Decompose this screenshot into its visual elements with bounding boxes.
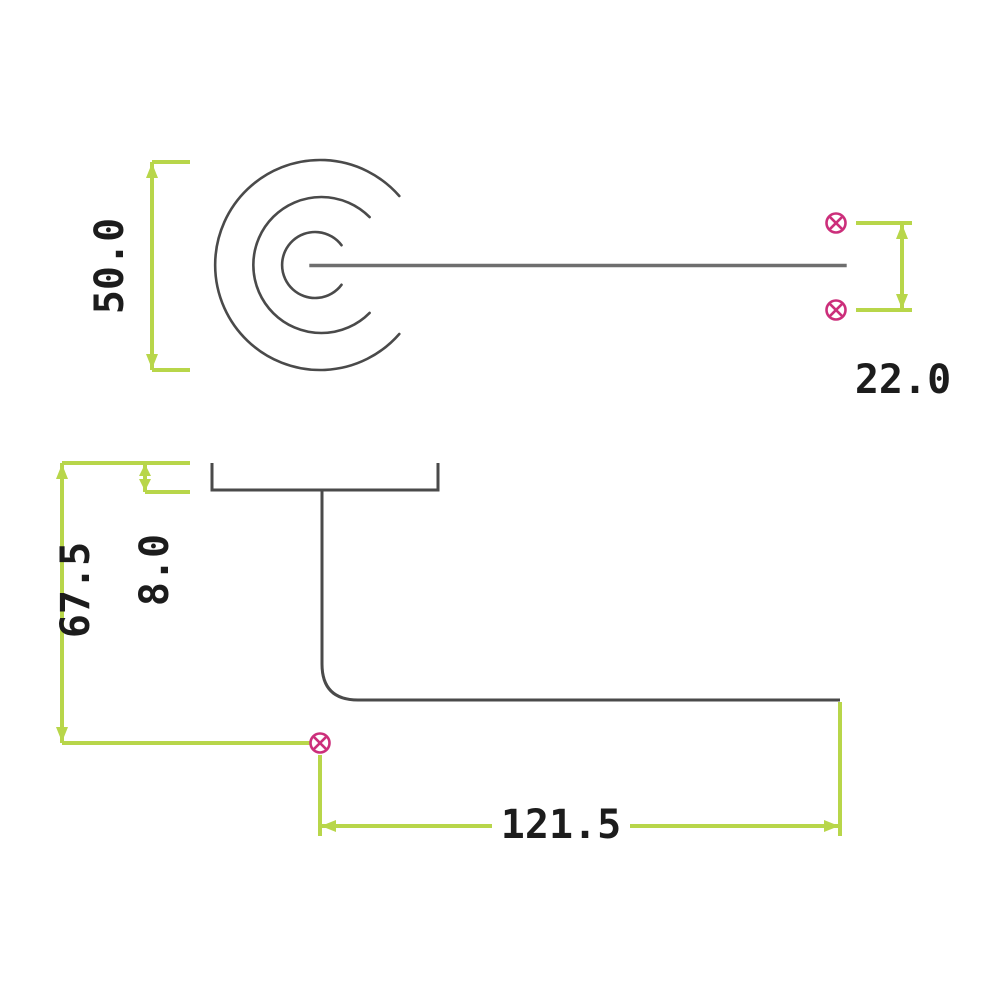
datum-marker-top-upper	[825, 212, 847, 234]
dimension-8	[96, 461, 190, 494]
dimension-8-arrow-top	[139, 464, 151, 476]
dimension-121-5-arrow-left	[321, 820, 336, 832]
rosette-arc-middle	[252, 195, 371, 335]
dimension-67-5-label: 67.5	[53, 542, 99, 638]
dimension-50-arrow-bottom	[146, 354, 158, 369]
dimension-50	[146, 160, 190, 372]
rosette-arc-inner	[280, 230, 343, 300]
dimension-50-arrow-top	[146, 163, 158, 178]
dimension-67-5	[56, 461, 318, 745]
dimension-22-arrow-bottom	[896, 294, 908, 309]
datum-marker-top-lower	[825, 299, 847, 321]
dimension-67-5-arrow-bottom	[56, 727, 68, 742]
dimension-22	[856, 221, 912, 312]
rosette-arc-outer	[213, 158, 401, 372]
dimension-121-5	[318, 702, 842, 836]
dimension-121-5-arrow-right	[824, 820, 839, 832]
dimension-8-arrow-bottom	[139, 479, 151, 491]
lever-arm-side-profile	[320, 490, 840, 702]
top-view: 50.0 22.0	[87, 158, 951, 403]
dimension-50-label: 50.0	[87, 218, 133, 314]
rosette-plate-profile	[210, 463, 440, 492]
rosette-concentric-arcs	[213, 158, 401, 372]
dimension-22-label: 22.0	[855, 357, 951, 403]
dimension-121-5-label: 121.5	[501, 802, 621, 848]
side-view: 8.0 67.5 121.5	[53, 461, 842, 848]
datum-marker-side-origin	[309, 732, 331, 754]
dimension-22-arrow-top	[896, 224, 908, 239]
dimension-8-label: 8.0	[132, 534, 178, 606]
dimension-67-5-arrow-top	[56, 464, 68, 479]
